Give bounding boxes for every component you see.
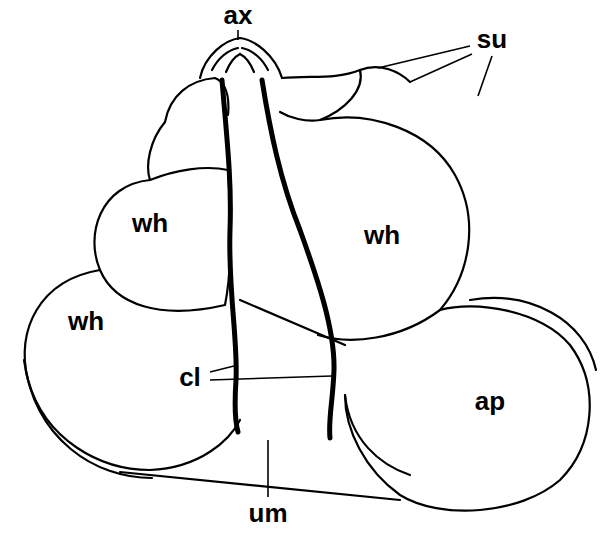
suture-line [360, 67, 410, 82]
part-label: ax [222, 2, 255, 29]
whorl-outline [318, 117, 469, 339]
whorl-outline [148, 122, 165, 180]
whorl-outline [25, 270, 240, 470]
leader-line [410, 54, 472, 82]
aperture-lip [470, 298, 596, 370]
whorl-outline [280, 70, 361, 121]
whorl-outline [94, 168, 230, 311]
leader-line [478, 56, 492, 96]
apex-whorl [200, 38, 282, 78]
leader-line [210, 376, 332, 380]
shell-base-line [120, 472, 400, 500]
part-label: cl [177, 364, 203, 391]
leader-line [267, 440, 269, 497]
part-label: um [247, 500, 290, 527]
leader-line [210, 366, 234, 372]
apex-rib [226, 54, 254, 72]
apex-rib [212, 48, 268, 70]
part-label: wh [362, 222, 402, 249]
whorl-outline [24, 360, 152, 478]
aperture-inner [345, 395, 410, 475]
part-label: wh [130, 210, 170, 237]
whorl-outline [165, 78, 228, 122]
columella-line [262, 80, 334, 438]
leader-line [378, 46, 470, 68]
part-label: su [475, 26, 509, 53]
leader-line [237, 30, 239, 40]
part-label: ap [473, 388, 507, 415]
aperture-outline [345, 306, 590, 510]
part-label: wh [66, 308, 106, 335]
